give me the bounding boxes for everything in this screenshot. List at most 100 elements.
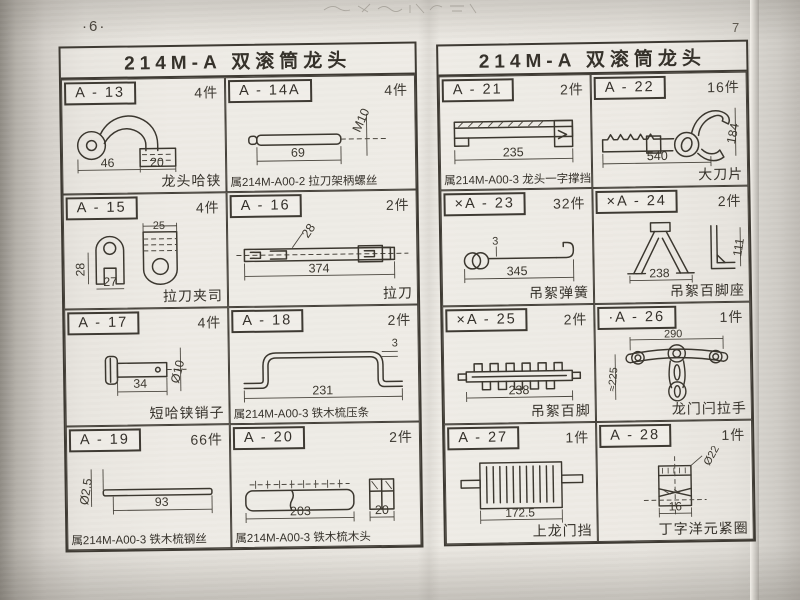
dim-label: 374 (309, 261, 330, 275)
part-outline (463, 241, 575, 270)
dimension-lines (117, 347, 182, 396)
part-number: A - 22 (604, 79, 655, 96)
dim-label: Ø22 (702, 446, 723, 468)
quantity-label: 2件 (389, 428, 414, 445)
part-drawing-lock-ring: 16 Ø22 (643, 446, 723, 518)
part-cell-a16: A - 16 2件 28 374 拉刀 (226, 189, 419, 308)
part-number: A - 17 (78, 314, 129, 332)
part-caption: 属214M-A00-3 龙头一字撑挡 (444, 173, 592, 188)
part-outline (95, 230, 178, 285)
part-cell-a15: A - 15 4件 25 28 27 拉刀夹司 (62, 192, 229, 310)
part-drawing-draw-knife: 28 374 (236, 221, 409, 281)
quantity-label: 2件 (387, 311, 412, 328)
part-drawing-t-handle: 290 ≈225 (606, 328, 729, 402)
part-number: A - 28 (610, 427, 661, 444)
part-number-box: A - 16 (229, 194, 302, 219)
part-caption: 属214M-A00-3 铁木梳压条 (233, 407, 370, 422)
part-drawing-short-pin: 34 Ø10 (104, 347, 187, 396)
part-cell-a25: ×A - 25 2件 238 吊絮百脚 (442, 304, 597, 425)
part-number-box: A - 17 (67, 311, 140, 336)
part-caption: 龙头哈铗 (161, 172, 222, 190)
quantity-label: 2件 (559, 81, 584, 98)
part-caption: 大刀片 (698, 165, 744, 183)
part-drawing-comb-wire: Ø2.5 93 (77, 469, 213, 515)
dim-label: 290 (664, 328, 682, 340)
dim-label: 28 (299, 221, 318, 240)
dim-label: 27 (103, 275, 117, 289)
right-table-title: 214M-A 双滚筒龙头 (438, 41, 747, 77)
dim-label: 34 (133, 377, 147, 391)
part-number: A - 18 (242, 312, 293, 329)
dim-label: 540 (647, 149, 668, 163)
part-drawing-screw-rod: 69 M10 (248, 106, 389, 166)
part-cell-a28: A - 28 1件 16 Ø22 丁字洋元紧圈 (596, 419, 754, 543)
dimension-lines (256, 113, 368, 166)
part-caption: 拉刀 (382, 284, 414, 302)
dimension-lines (244, 233, 396, 281)
quantity-label: 16件 (707, 78, 740, 96)
dimension-lines (464, 259, 575, 284)
part-number: ×A - 23 (454, 195, 516, 213)
part-outline (457, 361, 582, 391)
part-number-box: A - 15 (65, 196, 138, 221)
part-number: ×A - 24 (606, 192, 668, 210)
quantity-label: 2件 (385, 196, 410, 213)
part-outline (601, 110, 731, 162)
part-number-box: A - 13 (63, 81, 137, 106)
part-cell-a18: A - 18 2件 3 231 属214M-A00-3 铁木梳压条 (228, 304, 420, 425)
part-number: A - 16 (240, 197, 291, 214)
part-number-box: ×A - 25 (445, 308, 528, 333)
dimension-lines (454, 148, 574, 165)
dimension-lines (87, 222, 178, 290)
part-caption: 龙门闩拉手 (671, 399, 747, 417)
dim-label: 111 (730, 237, 747, 258)
part-caption: 属214M-A00-3 铁木梳木头 (235, 531, 371, 546)
part-drawing-hook-clamp: 46 20 (76, 115, 177, 174)
quantity-label: 1件 (565, 429, 590, 446)
part-outline (453, 119, 574, 148)
part-drawing-centipede-bar: 238 (457, 361, 582, 403)
dim-label: 3 (492, 236, 498, 248)
quantity-label: 32件 (552, 195, 586, 212)
dimension-lines (243, 350, 403, 403)
part-caption: 属214M-A00-3 铁木梳钢丝 (71, 533, 207, 548)
dim-label: 20 (375, 503, 389, 517)
quantity-label: 2件 (563, 311, 588, 328)
part-number: A - 19 (79, 431, 130, 449)
quantity-label: 4件 (384, 81, 409, 98)
part-drawing-comb-gate: 172.5 (460, 461, 584, 524)
part-outline (102, 469, 213, 497)
part-outline (643, 455, 707, 516)
part-cell-a23: ×A - 23 32件 3 345 吊絮弹簧 (440, 188, 595, 307)
part-number: A - 21 (452, 81, 503, 99)
quantity-label: 4件 (197, 314, 222, 331)
part-drawing-comb-wood-head: 203 20 (245, 478, 395, 523)
part-cell-a13: A - 13 4件 46 20 龙头哈铗 (60, 77, 227, 195)
part-cell-a22: A - 22 16件 540 184 大刀片 (590, 71, 749, 189)
part-number-box: ×A - 23 (443, 192, 527, 217)
dim-label: Ø10 (168, 359, 187, 385)
part-drawing-big-knife-blade: 540 184 (601, 107, 742, 168)
dim-label: ≈225 (606, 367, 620, 392)
dim-label: 184 (724, 122, 742, 145)
dim-label: 238 (508, 383, 529, 397)
dimension-lines (614, 335, 724, 400)
part-outline (460, 461, 584, 510)
dimension-lines (480, 509, 563, 524)
dimension-lines (77, 159, 177, 174)
left-table-title: 214M-A 双滚筒龙头 (60, 43, 415, 80)
part-number-box: ×A - 24 (595, 189, 679, 214)
part-number: ·A - 26 (608, 308, 666, 326)
part-cell-a20: A - 20 2件 203 20 属214M-A00-3 铁木梳木头 (229, 421, 422, 549)
part-number: A - 20 (243, 429, 294, 446)
part-number: ×A - 25 (456, 311, 517, 329)
quantity-label: 1件 (719, 308, 744, 326)
part-caption: 上龙门挡 (532, 522, 593, 540)
dim-label: 46 (101, 156, 115, 170)
dim-label: 235 (503, 145, 524, 159)
quantity-label: 4件 (195, 199, 220, 216)
part-number-box: A - 14A (227, 78, 312, 104)
dim-label: 25 (153, 220, 165, 232)
